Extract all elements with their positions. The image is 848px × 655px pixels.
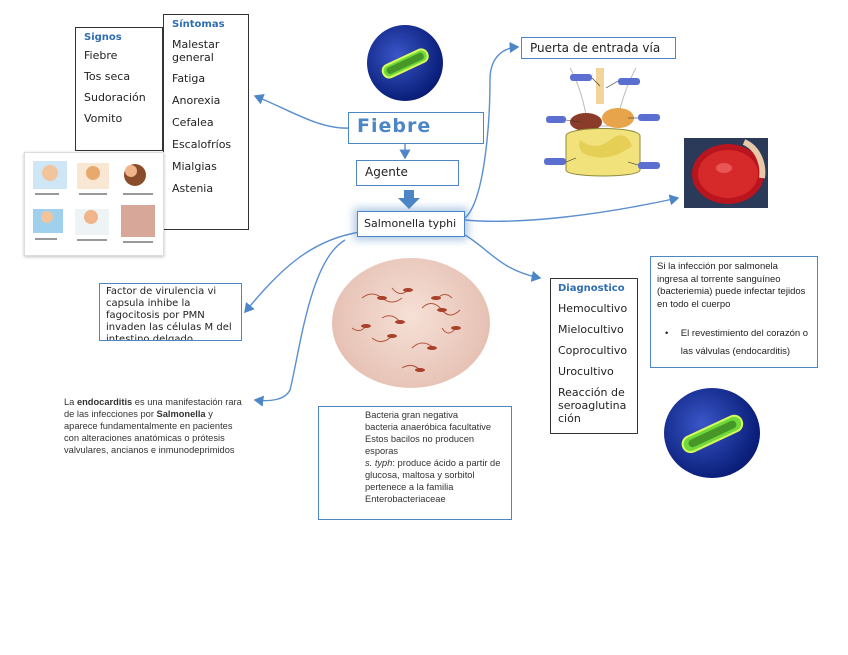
diagnostico-item-hemocultivo: Hemocultivo <box>558 302 628 315</box>
endocarditis-text-1: La <box>64 397 77 407</box>
bacteria-image-top <box>367 25 443 101</box>
agente-node: Agente <box>356 160 459 186</box>
bacteria-line-4: s. typh: produce ácido a partir de gluco… <box>365 457 505 505</box>
signos-box: Signos Fiebre Tos seca Sudoración Vomito <box>75 27 163 151</box>
endocarditis-text-2: es una manifestación rara de las infecci… <box>64 397 242 419</box>
bacteria-line-4-text: : produce ácido a partir de glucosa, mal… <box>365 458 501 504</box>
bacteria-line-1: Bacteria gran negativa <box>365 410 459 420</box>
sintomas-item-anorexia: Anorexia <box>172 94 221 107</box>
puerta-label: Puerta de entrada vía <box>530 41 661 55</box>
diagnostico-box: Diagnostico Hemocultivo Mielocultivo Cop… <box>550 278 638 434</box>
sintomas-item-fatiga: Fatiga <box>172 72 206 85</box>
bacteria-italic: s. typh <box>365 458 393 468</box>
bacteria-description-box: Bacteria gran negativa bacteria anaeróbi… <box>318 406 512 520</box>
factor-virulencia-text: Factor de virulencia vi capsula inhibe l… <box>106 286 232 341</box>
sintomas-item-malestar: Malestar general <box>172 38 220 64</box>
salmonella-node: Salmonella typhi <box>357 211 465 237</box>
symptoms-illustration <box>24 152 164 256</box>
signos-item-tos: Tos seca <box>84 70 131 83</box>
puerta-node: Puerta de entrada vía <box>521 37 676 59</box>
symptom-pictograms-icon <box>33 161 155 243</box>
salmonella-bacillus-icon <box>381 48 429 79</box>
bullet-icon: • <box>665 328 669 339</box>
endocarditis-bold-1: endocarditis <box>76 397 133 407</box>
petri-dish-icon <box>684 138 768 208</box>
infeccion-text: Si la infección por salmonela ingresa al… <box>657 261 806 310</box>
endocarditis-text-3: y aparece fundamentalmente en pacientes … <box>64 409 235 455</box>
sintomas-item-escalofrios: Escalofríos <box>172 138 232 151</box>
signos-item-sudoracion: Sudoración <box>84 91 146 104</box>
diagnostico-title: Diagnostico <box>558 283 625 294</box>
sintomas-box: Síntomas Malestar general Fatiga Anorexi… <box>163 14 249 230</box>
diagnostico-item-coprocultivo: Coprocultivo <box>558 344 628 357</box>
sintomas-item-cefalea: Cefalea <box>172 116 214 129</box>
digestive-system-image <box>540 66 664 190</box>
digestive-system-icon <box>544 67 660 177</box>
diagnostico-item-urocultivo: Urocultivo <box>558 365 614 378</box>
fiebre-node: Fiebre <box>348 112 484 144</box>
diagnostico-item-reaccion: Reacción de seroaglutinación <box>558 386 627 425</box>
sintomas-title: Síntomas <box>172 19 225 30</box>
bacteria-image-bottom <box>664 388 760 478</box>
infeccion-bullet-row: • El revestimiento del corazón o las vál… <box>657 325 811 361</box>
infeccion-box: Si la infección por salmonela ingresa al… <box>650 256 818 368</box>
infeccion-bullet: El revestimiento del corazón o las válvu… <box>680 328 809 357</box>
microscope-image <box>332 258 490 388</box>
signos-title: Signos <box>84 32 122 43</box>
bacteria-line-3: Estos bacilos no producen esporas <box>365 434 475 456</box>
endocarditis-bold-2: Salmonella <box>156 409 206 419</box>
flagellated-bacteria-icon <box>351 287 461 372</box>
sintomas-item-astenia: Astenia <box>172 182 214 195</box>
down-arrow-icon <box>398 190 420 209</box>
signos-item-vomito: Vomito <box>84 112 123 125</box>
bacteria-line-2: bacteria anaeróbica facultative <box>365 422 492 432</box>
signos-item-fiebre: Fiebre <box>84 49 118 62</box>
factor-virulencia-box: Factor de virulencia vi capsula inhibe l… <box>99 283 242 341</box>
endocarditis-box: La endocarditis es una manifestación rar… <box>58 394 254 486</box>
sintomas-item-mialgias: Mialgias <box>172 160 217 173</box>
salmonella-bacillus-icon <box>681 414 744 454</box>
diagnostico-item-mielocultivo: Mielocultivo <box>558 323 624 336</box>
agente-label: Agente <box>365 165 408 179</box>
salmonella-label: Salmonella typhi <box>364 217 457 230</box>
fiebre-label: Fiebre <box>357 115 432 137</box>
petri-dish-image <box>684 138 768 208</box>
